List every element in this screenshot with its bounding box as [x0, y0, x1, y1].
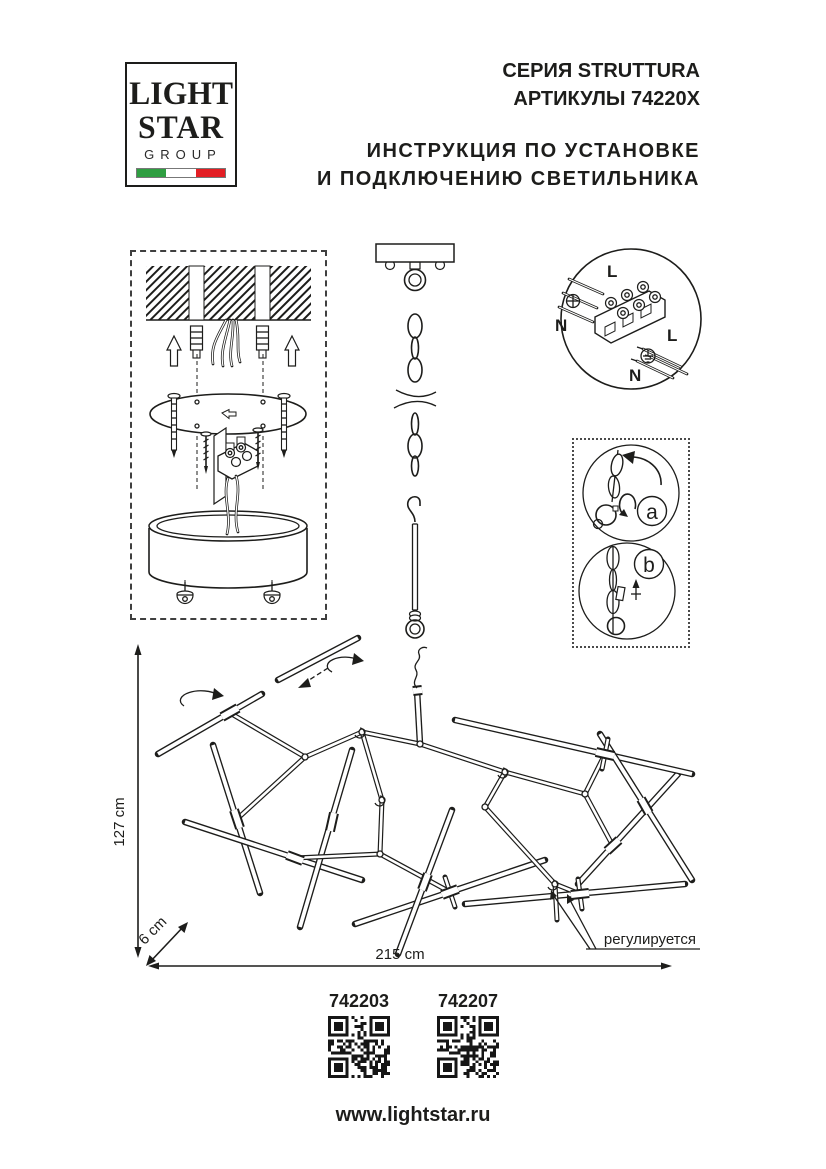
earth-icon	[565, 293, 581, 309]
chain-adjustment-callouts: a b	[572, 438, 690, 648]
height-dimension: 127 cm	[111, 644, 142, 958]
clip-icon	[615, 585, 626, 602]
product-code: 742207	[437, 991, 499, 1011]
wall-anchor-icon	[189, 325, 204, 359]
callout-drawing: a b	[578, 444, 680, 640]
neutral-label: N	[555, 316, 567, 335]
outgoing-wires	[630, 346, 689, 380]
arrow-up-icon	[284, 334, 300, 367]
twist-icon	[618, 493, 637, 514]
logo-word-star: STAR	[137, 110, 224, 146]
joint-sockets	[301, 727, 589, 891]
logo-word-group: GROUP	[144, 147, 222, 162]
ceiling-mount-diagram	[130, 250, 327, 620]
slide-arrow-icon	[221, 408, 237, 420]
ceiling-bracket-icon	[375, 243, 455, 292]
hanger-rod-icon	[405, 495, 425, 639]
chain-icon	[393, 313, 437, 477]
callout-b-label: b	[643, 554, 655, 577]
instruction-title-line2: И ПОДКЛЮЧЕНИЮ СВЕТИЛЬНИКА	[316, 168, 700, 190]
arrow-up-icon	[166, 334, 182, 367]
rotate-arrow-icon	[628, 456, 662, 486]
product-code: 742203	[328, 991, 390, 1011]
long-screw-icon	[277, 392, 291, 458]
suspension-parts-drawing	[375, 243, 455, 639]
instruction-title-line1: ИНСТРУКЦИЯ ПО УСТАНОВКЕ	[366, 140, 700, 162]
qr-code	[437, 1016, 499, 1078]
width-dimension-label: 215 cm	[375, 946, 424, 963]
adjustable-callout: регулируется	[550, 890, 700, 950]
carabiner-icon	[606, 616, 626, 636]
supply-wires	[211, 318, 242, 368]
carabiner-icon	[595, 504, 617, 526]
italian-flag-icon	[136, 168, 226, 178]
mounting-plate	[149, 393, 307, 435]
insert-arrow-icon	[298, 667, 329, 688]
cap-nut-icon	[263, 582, 281, 605]
adjustable-label: регулируется	[604, 931, 696, 948]
live-label: L	[667, 326, 677, 345]
rod-collars	[219, 685, 654, 900]
ceiling-hatch	[146, 265, 311, 321]
callout-a: a	[582, 444, 680, 542]
short-screw-icon	[200, 431, 212, 474]
lightstar-logo: LIGHT STAR GROUP	[125, 62, 237, 187]
neutral-label: N	[629, 366, 641, 385]
power-cord-icon	[413, 646, 428, 689]
series-title: СЕРИЯ STRUTTURA	[502, 60, 700, 82]
ceiling-mount-drawing	[146, 265, 311, 605]
wiring-connection-diagram: L N L N	[555, 248, 702, 390]
qr-code	[328, 1016, 390, 1078]
logo-word-light: LIGHT	[129, 76, 234, 112]
live-label: L	[607, 262, 617, 281]
light-rods	[154, 634, 696, 958]
flag-white-stripe	[166, 169, 196, 177]
article-title: АРТИКУЛЫ 74220X	[513, 88, 700, 110]
rotation-arrow-icon	[326, 653, 364, 673]
earth-icon	[640, 348, 656, 364]
cap-nut-icon	[176, 582, 194, 605]
callout-a-label: a	[646, 501, 658, 524]
rotation-arrow-icon	[179, 688, 224, 707]
depth-dimension-label: 6 cm	[135, 913, 170, 948]
canopy-wires	[224, 474, 240, 536]
depth-dimension: 6 cm	[135, 913, 188, 966]
width-dimension: 215 cm	[148, 946, 672, 970]
height-dimension-label: 127 cm	[111, 797, 128, 846]
callout-b: b	[578, 542, 676, 640]
chandelier-structure-drawing: 127 cm 6 cm 215 cm регулируется	[111, 634, 700, 970]
wall-anchor-icon	[255, 325, 270, 359]
terminal-block-icon	[213, 426, 259, 506]
long-screw-icon	[167, 392, 181, 458]
flag-green-stripe	[137, 169, 167, 177]
lift-arrow-icon	[631, 579, 641, 600]
terminal-block-icon	[594, 280, 666, 344]
short-screw-icon	[252, 427, 264, 470]
flag-red-stripe	[195, 169, 225, 177]
website-url: www.lightstar.ru	[335, 1104, 491, 1126]
